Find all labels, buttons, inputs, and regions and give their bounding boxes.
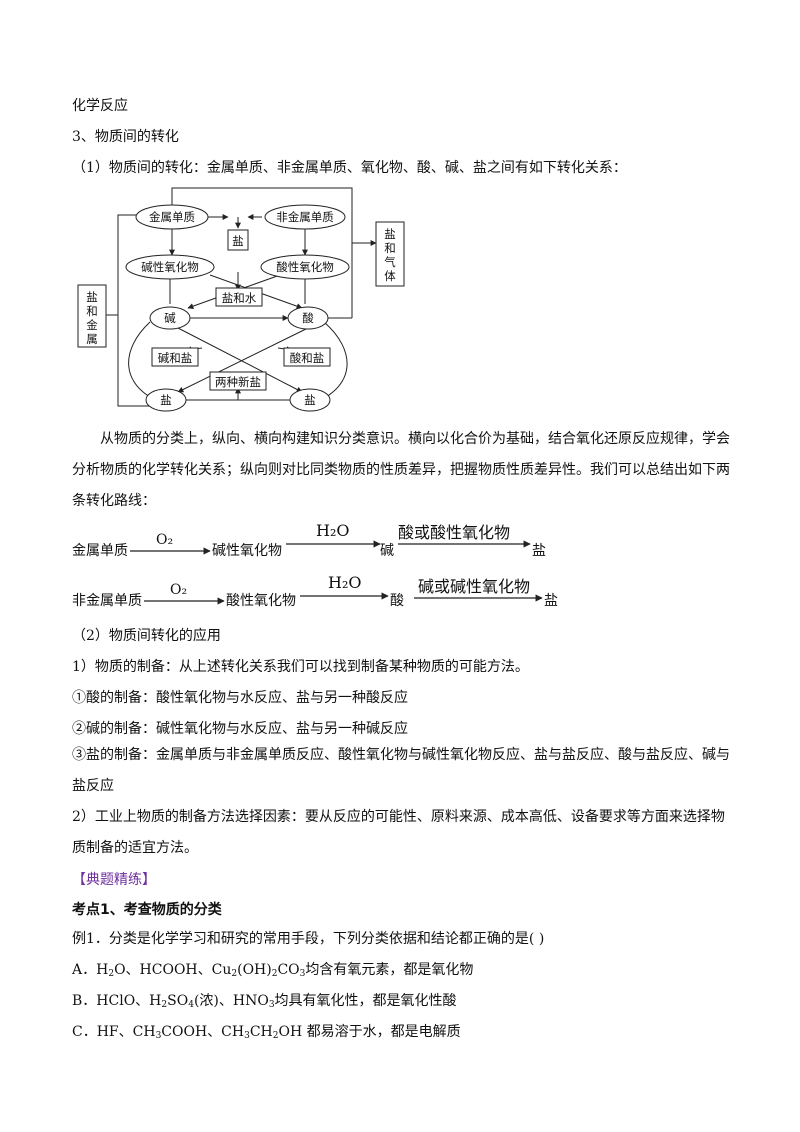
node-base-salt: 碱和盐 xyxy=(158,351,193,365)
right-box-char-1: 和 xyxy=(384,241,396,255)
left-box-char-1: 和 xyxy=(86,304,98,318)
right-box-char-3: 体 xyxy=(384,269,396,283)
option-a-label: A． xyxy=(72,962,97,978)
route1-start: 金属单质 xyxy=(72,543,128,559)
right-box-char-0: 盐 xyxy=(384,227,396,241)
application-2: 2）工业上物质的制备方法选择因素：要从反应的可能性、原料来源、成本高低、设备要求… xyxy=(72,809,725,856)
node-nonmetal: 非金属单质 xyxy=(276,210,334,224)
application-title: （2）物质间转化的应用 xyxy=(72,628,221,644)
route2-start: 非金属单质 xyxy=(72,593,142,609)
option-b: B．HClO、H2SO4(浓)、HNO3均具有氧化性，都是氧化性酸 xyxy=(72,993,457,1010)
route2-mid: 酸性氧化物 xyxy=(226,593,296,609)
right-box-char-2: 气 xyxy=(384,255,396,269)
node-salt-water: 盐和水 xyxy=(222,291,257,305)
node-metal: 金属单质 xyxy=(149,210,195,224)
base-preparation: ②碱的制备：碱性氧化物与水反应、盐与另一种碱反应 xyxy=(72,721,408,737)
option-b-nong: (浓) xyxy=(193,993,219,1009)
application-1: 1）物质的制备：从上述转化关系我们可以找到制备某种物质的可能方法。 xyxy=(72,659,529,675)
keypoint-1-title: 考点1、考查物质的分类 xyxy=(72,902,222,918)
node-salt-top: 盐 xyxy=(232,234,244,248)
node-acid: 酸 xyxy=(302,311,314,325)
section-3-title: 3、物质间的转化 xyxy=(72,129,179,145)
node-base: 碱 xyxy=(164,311,176,325)
exercise-tag: 【典题精练】 xyxy=(72,872,156,888)
node-salt-right: 盐 xyxy=(304,393,316,407)
option-c: C．HF、CH3COOH、CH3CH2OH 都易溶于水，都是电解质 xyxy=(72,1024,461,1041)
top-line: 化学反应 xyxy=(72,98,128,114)
top-rail-line xyxy=(171,187,353,300)
option-a: A．H2O、HCOOH、Cu2(OH)2CO3均含有氧元素，都是氧化物 xyxy=(72,962,474,979)
left-box-char-3: 属 xyxy=(86,332,98,346)
option-a-text: 均含有氧元素，都是氧化物 xyxy=(305,962,474,978)
left-box-char-0: 盐 xyxy=(86,290,98,304)
route2-end: 盐 xyxy=(544,593,558,609)
route-2: 非金属单质 O₂ 酸性氧化物 H₂O 酸 碱或碱性氧化物 盐 xyxy=(72,574,558,609)
node-salt-left: 盐 xyxy=(160,393,172,407)
route1-o2: O₂ xyxy=(156,532,173,548)
route1-h2o: H₂O xyxy=(316,524,349,540)
node-acid-salt: 酸和盐 xyxy=(290,351,325,365)
left-rail-line xyxy=(117,214,167,409)
option-c-text: 都易溶于水，都是电解质 xyxy=(302,1024,461,1040)
option-b-label: B． xyxy=(72,993,97,1009)
example-1: 例1．分类是化学学习和研究的常用手段，下列分类依据和结论都正确的是( ) xyxy=(72,931,545,947)
route2-o2: O₂ xyxy=(170,582,187,598)
option-c-label: C． xyxy=(72,1024,97,1040)
node-basic-oxide: 碱性氧化物 xyxy=(141,260,199,274)
route1-end: 盐 xyxy=(532,543,546,559)
route2-reagent: 碱或碱性氧化物 xyxy=(418,577,530,596)
left-box-char-2: 金 xyxy=(86,318,98,332)
acid-preparation: ①酸的制备：酸性氧化物与水反应、盐与另一种酸反应 xyxy=(72,690,408,706)
route2-mid2: 酸 xyxy=(390,593,404,609)
node-two-salts: 两种新盐 xyxy=(215,375,261,389)
conversion-diagram: 金属单质 非金属单质 盐 碱性氧化物 酸性氧化物 盐和水 碱 酸 碱和盐 酸和盐… xyxy=(77,187,405,412)
route-1: 金属单质 O₂ 碱性氧化物 H₂O 碱 酸或酸性氧化物 盐 xyxy=(72,524,546,559)
route2-h2o: H₂O xyxy=(328,574,361,592)
classification-paragraph: 从物质的分类上，纵向、横向构建知识分类意识。横向以化合价为基础，结合氧化还原反应… xyxy=(72,431,730,509)
route1-reagent: 酸或酸性氧化物 xyxy=(398,524,510,542)
node-acidic-oxide: 酸性氧化物 xyxy=(276,260,334,274)
route1-mid: 碱性氧化物 xyxy=(212,543,282,559)
intro-paragraph: （1）物质间的转化：金属单质、非金属单质、氧化物、酸、碱、盐之间有如下转化关系： xyxy=(72,160,627,176)
route1-mid2: 碱 xyxy=(380,543,394,559)
salt-preparation: ③盐的制备：金属单质与非金属单质反应、酸性氧化物与碱性氧化物反应、盐与盐反应、酸… xyxy=(72,747,730,794)
option-b-text: 均具有氧化性，都是氧化性酸 xyxy=(274,993,457,1009)
